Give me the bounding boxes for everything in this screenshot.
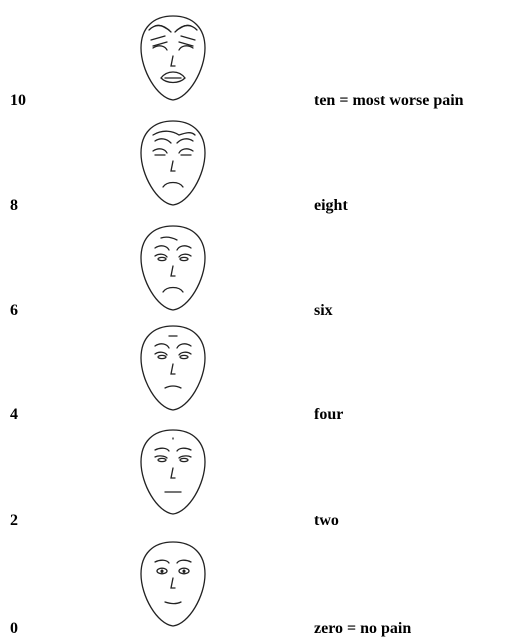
level-label: two xyxy=(314,512,339,530)
face-pain-10-icon xyxy=(133,12,213,104)
face-pain-2-icon xyxy=(133,426,213,518)
level-number: 6 xyxy=(10,302,18,320)
level-number: 2 xyxy=(10,512,18,530)
level-label: eight xyxy=(314,197,348,215)
level-label: ten = most worse pain xyxy=(314,92,464,110)
level-number: 8 xyxy=(10,197,18,215)
level-label: zero = no pain xyxy=(314,620,411,638)
level-number: 4 xyxy=(10,406,18,424)
face-pain-4-icon xyxy=(133,322,213,414)
face-pain-0-icon xyxy=(133,538,213,630)
level-number: 0 xyxy=(10,620,18,638)
face-pain-6-icon xyxy=(133,222,213,314)
level-label: four xyxy=(314,406,343,424)
level-number: 10 xyxy=(10,92,26,110)
face-pain-8-icon xyxy=(133,117,213,209)
level-label: six xyxy=(314,302,333,320)
